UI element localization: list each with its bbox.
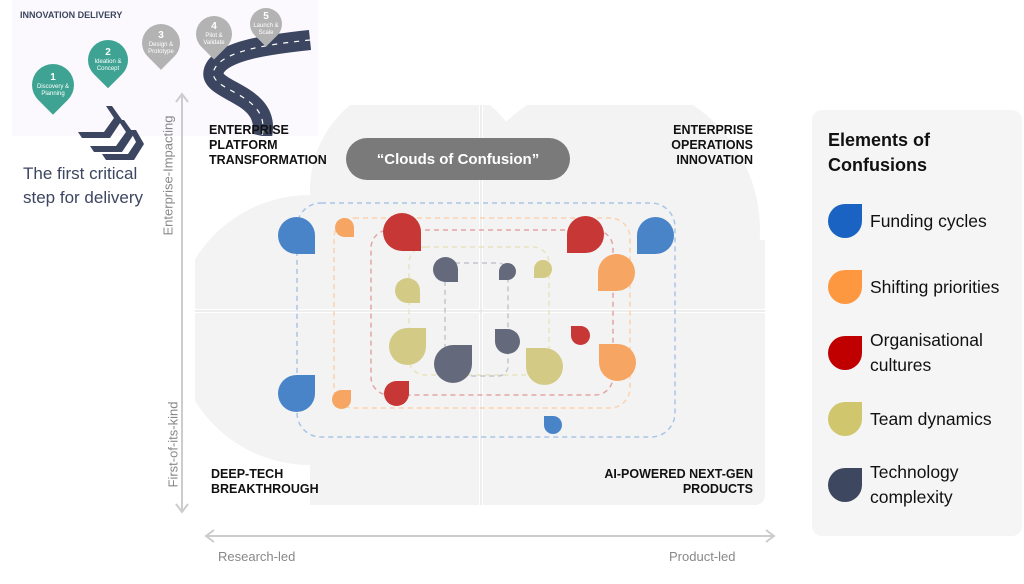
legend-item: Shifting priorities: [828, 254, 1006, 320]
legend-item: Organisational cultures: [828, 320, 1006, 386]
x-axis-right-label: Product-led: [669, 549, 736, 564]
drop-icon: [828, 270, 862, 304]
axes: [175, 92, 776, 543]
chevrons-icon: [78, 106, 144, 160]
confusion-drop-shifting-priorities: [598, 254, 635, 291]
confusion-drop-shifting-priorities: [599, 344, 636, 381]
confusion-drop-team-dynamics: [395, 278, 420, 303]
road-icon: [203, 30, 312, 136]
quadrant-label-top-left: ENTERPRISE PLATFORM TRANSFORMATION: [209, 123, 327, 167]
quadrant-label-bottom-right: AI-POWERED NEXT-GEN PRODUCTS: [604, 467, 753, 496]
confusion-drop-technology-complexity: [495, 329, 520, 354]
confusion-drop-funding-cycles: [544, 416, 562, 434]
legend-item-label: Organisational cultures: [870, 330, 983, 375]
confusion-drop-organisational-cultures: [571, 326, 590, 345]
legend-item: Technology complexity: [828, 452, 1006, 518]
confusion-drop-funding-cycles: [278, 375, 315, 412]
legend-item-label: Funding cycles: [870, 210, 987, 231]
first-step-caption: The first critical step for delivery: [23, 164, 143, 207]
confusion-drop-technology-complexity: [434, 345, 472, 383]
confusion-drop-technology-complexity: [499, 263, 516, 280]
confusion-drop-technology-complexity: [433, 257, 458, 282]
drop-icon: [828, 336, 862, 370]
legend-item: Funding cycles: [828, 188, 1006, 254]
drop-icon: [828, 402, 862, 436]
confusion-drop-funding-cycles: [278, 217, 315, 254]
drop-icon: [828, 468, 862, 502]
confusion-drop-team-dynamics: [526, 348, 563, 385]
legend-title: Elements of Confusions: [828, 130, 931, 175]
legend-item: Team dynamics: [828, 386, 1006, 452]
quadrant-label-bottom-left: DEEP-TECH BREAKTHROUGH: [211, 467, 319, 496]
confusion-drop-organisational-cultures: [567, 216, 604, 253]
confusion-drop-shifting-priorities: [332, 390, 351, 409]
quadrant-label-top-right: ENTERPRISE OPERATIONS INNOVATION: [671, 123, 753, 167]
clouds-of-confusion-title: “Clouds of Confusion”: [346, 138, 570, 180]
drop-icon: [828, 204, 862, 238]
confusion-drop-organisational-cultures: [384, 381, 409, 406]
legend-item-label: Team dynamics: [870, 408, 992, 429]
confusion-drop-team-dynamics: [389, 328, 426, 365]
confusion-drop-team-dynamics: [534, 260, 552, 278]
confusion-drop-organisational-cultures: [383, 213, 421, 251]
roadmap-title: INNOVATION DELIVERY: [20, 10, 123, 20]
legend-item-label: Shifting priorities: [870, 276, 1000, 297]
x-axis-left-label: Research-led: [218, 549, 296, 564]
legend-item-label: Technology complexity: [870, 462, 959, 507]
confusion-drop-funding-cycles: [637, 217, 674, 254]
confusion-drop-shifting-priorities: [335, 218, 354, 237]
